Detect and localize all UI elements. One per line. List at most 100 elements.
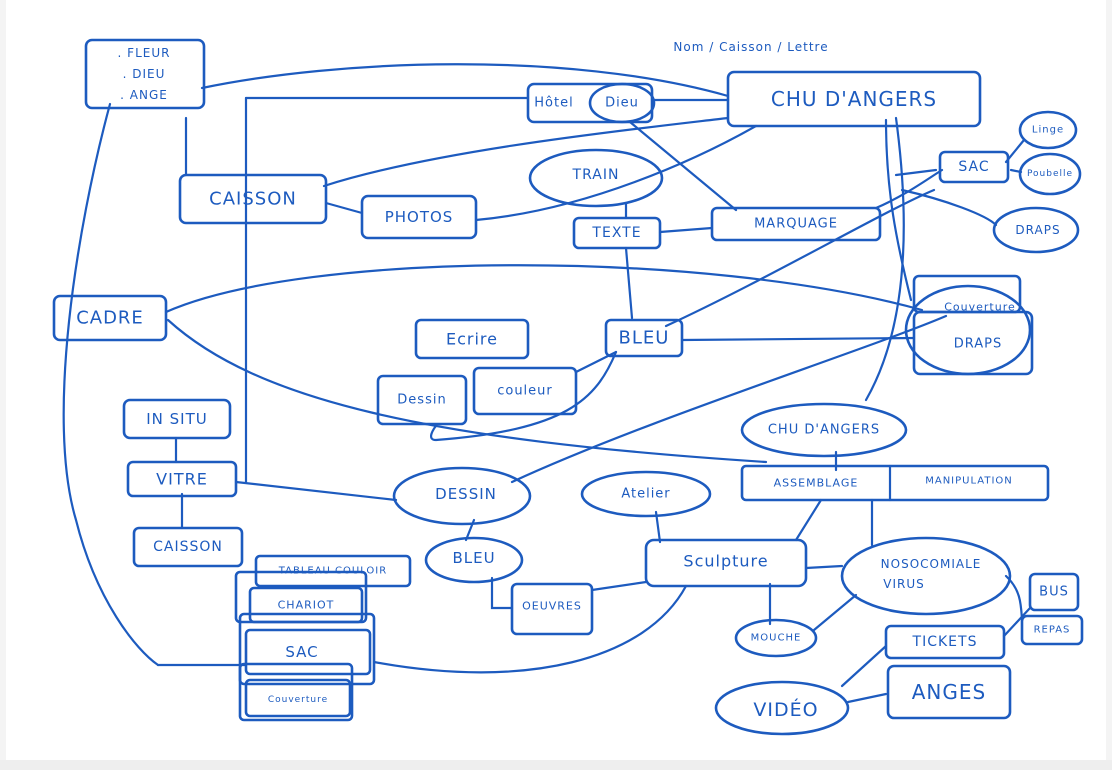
edge-sculpture-to-sacbottom bbox=[372, 584, 688, 674]
cadre-label: CADRE bbox=[76, 308, 144, 329]
node-hotel-dieu: Hôtel Dieu bbox=[526, 82, 656, 124]
marquage-label: MARQUAGE bbox=[754, 217, 838, 232]
bottom-margin bbox=[0, 760, 1112, 770]
chariot-label: CHARIOT bbox=[278, 599, 335, 612]
edge-sculpture-to-assemblage bbox=[794, 498, 823, 542]
tickets-label: TICKETS bbox=[912, 634, 978, 650]
fleur-line: . FLEUR bbox=[118, 46, 171, 60]
node-marquage: MARQUAGE bbox=[710, 206, 882, 242]
draps-mid-label: DRAPS bbox=[954, 337, 1003, 352]
couverture-right-label: Couverture bbox=[944, 301, 1016, 314]
edge-hotel-to-marquage bbox=[628, 120, 738, 212]
node-couverture-draps: Couverture DRAPS bbox=[904, 274, 1034, 376]
edge-cadre-to-assemblage bbox=[166, 318, 768, 464]
node-train: TRAIN bbox=[528, 148, 664, 208]
dessin-label: DESSIN bbox=[435, 485, 497, 503]
virus-label: VIRUS bbox=[883, 577, 925, 591]
node-bus-repas: BUS REPAS bbox=[1020, 572, 1084, 646]
manipulation-label: MANIPULATION bbox=[925, 476, 1013, 487]
repas-label: REPAS bbox=[1034, 625, 1071, 636]
anges-label: ANGES bbox=[912, 680, 986, 704]
node-caisson-top: CAISSON bbox=[178, 173, 328, 225]
node-assemblage-manipulation: ASSEMBLAGE MANIPULATION bbox=[740, 464, 1050, 502]
node-bleu-top: BLEU bbox=[604, 318, 684, 358]
draps-right-label: DRAPS bbox=[1015, 223, 1060, 237]
node-nosocomiale: NOSOCOMIALE VIRUS bbox=[840, 536, 1012, 616]
assemblage-label: ASSEMBLAGE bbox=[774, 477, 859, 490]
node-anges: ANGES bbox=[886, 664, 1012, 720]
caisson-top-label: CAISSON bbox=[209, 189, 297, 210]
node-tickets: TICKETS bbox=[884, 624, 1006, 660]
node-caisson-left: CAISSON bbox=[132, 526, 244, 568]
node-fleur-dieu-ange: . FLEUR . DIEU . ANGE bbox=[84, 38, 206, 110]
node-vitre: VITRE bbox=[126, 460, 238, 498]
dessin-small-label: Dessin bbox=[397, 393, 446, 408]
connectors bbox=[62, 63, 1032, 704]
node-sculpture: Sculpture bbox=[644, 538, 808, 588]
oeuvres-label: OEUVRES bbox=[522, 600, 582, 613]
edge-fleur-to-leftspine bbox=[62, 102, 160, 667]
edge-sac-to-drapsright bbox=[900, 188, 998, 227]
chu-angers-label: CHU D'ANGERS bbox=[771, 87, 937, 111]
edge-chu-to-sac bbox=[894, 168, 938, 177]
dieu-line: . DIEU bbox=[123, 67, 166, 81]
node-in-situ: IN SITU bbox=[122, 398, 232, 440]
couverture-bottom-label: Couverture bbox=[268, 695, 328, 705]
edge-cadre-to-couverture bbox=[164, 264, 924, 314]
edge-photos-to-chu bbox=[474, 124, 758, 222]
edge-texte-to-bleu bbox=[624, 246, 634, 320]
edge-bleu-to-sac bbox=[664, 188, 936, 328]
node-ecrire: Ecrire bbox=[414, 318, 530, 360]
sac-bottom-label: SAC bbox=[285, 643, 318, 661]
node-poubelle: Poubelle bbox=[1018, 152, 1082, 196]
node-mouche: MOUCHE bbox=[734, 618, 818, 658]
sac-right-label: SAC bbox=[958, 159, 989, 175]
node-sac-right: SAC bbox=[938, 150, 1010, 184]
node-oeuvres: OEUVRES bbox=[510, 582, 594, 636]
node-atelier: Atelier bbox=[580, 470, 712, 518]
edge-fleur-to-chu bbox=[200, 63, 730, 98]
edge-couleur-to-dessin bbox=[429, 350, 618, 442]
mind-map-diagram: Nom / Caisson / Lettre . FLEUR . DIEU . … bbox=[52, 38, 1084, 736]
nosocomiale-label: NOSOCOMIALE bbox=[881, 557, 982, 571]
video-label: VIDÉO bbox=[753, 698, 818, 721]
in-situ-label: IN SITU bbox=[146, 410, 208, 428]
node-texte: TEXTE bbox=[572, 216, 662, 250]
couleur-label: couleur bbox=[497, 384, 553, 399]
hotel-label: Hôtel bbox=[534, 96, 573, 111]
ange-line: . ANGE bbox=[120, 88, 168, 102]
node-linge: Linge bbox=[1018, 110, 1078, 150]
edge-bleu-bottom-to-oeuvres bbox=[490, 576, 514, 610]
node-bleu-bottom: BLEU bbox=[424, 536, 524, 584]
ecrire-label: Ecrire bbox=[446, 330, 498, 349]
node-dessin: DESSIN bbox=[392, 466, 532, 526]
node-photos: PHOTOS bbox=[360, 194, 478, 240]
photos-label: PHOTOS bbox=[385, 208, 454, 226]
edge-mouche-to-nosocomiale bbox=[812, 593, 858, 632]
dieu-label: Dieu bbox=[605, 96, 639, 111]
mouche-label: MOUCHE bbox=[751, 633, 802, 644]
node-chu-angers: CHU D'ANGERS bbox=[726, 70, 982, 128]
edge-chu-to-chu2 bbox=[864, 116, 905, 402]
node-stack-bottom-left: TABLEAU COULOIR CHARIOT SAC Couverture bbox=[234, 554, 412, 722]
node-chu-angers-2: CHU D'ANGERS bbox=[740, 402, 908, 458]
vitre-label: VITRE bbox=[156, 470, 208, 489]
texte-label: TEXTE bbox=[591, 225, 641, 241]
whiteboard-sheet: Nom / Caisson / Lettre . FLEUR . DIEU . … bbox=[6, 0, 1106, 760]
node-draps-right: DRAPS bbox=[992, 206, 1080, 254]
train-label: TRAIN bbox=[572, 167, 620, 183]
caisson-left-label: CAISSON bbox=[153, 539, 223, 555]
bus-label: BUS bbox=[1039, 585, 1069, 600]
node-video: VIDÉO bbox=[714, 680, 850, 736]
bleu-top-label: BLEU bbox=[619, 328, 670, 349]
edge-tickets-to-video bbox=[840, 644, 888, 688]
chu-angers-2-label: CHU D'ANGERS bbox=[768, 423, 880, 438]
edge-caisson-to-chu bbox=[322, 116, 730, 188]
edge-marquage-to-sac bbox=[874, 168, 944, 210]
edge-tickets-to-bus bbox=[1002, 606, 1032, 638]
node-cadre: CADRE bbox=[52, 294, 168, 342]
edge-oeuvres-to-sculpture bbox=[590, 580, 648, 592]
header-note: Nom / Caisson / Lettre bbox=[673, 40, 828, 54]
poubelle-label: Poubelle bbox=[1027, 169, 1073, 179]
edge-sculpture-to-nosocomiale bbox=[804, 564, 844, 570]
